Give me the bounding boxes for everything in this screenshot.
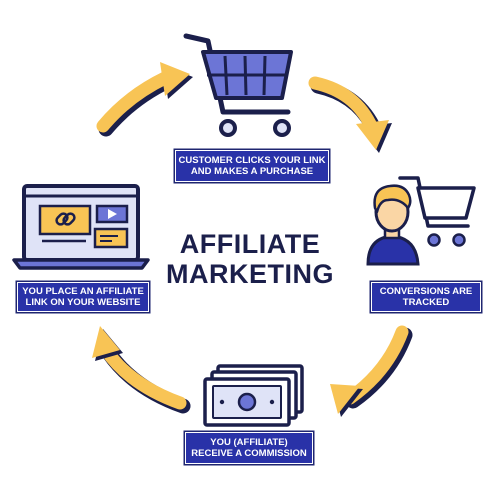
step-label-line: TRACKED — [402, 297, 450, 308]
step-label-line: CONVERSIONS ARE — [379, 285, 473, 297]
step-label-conversions-tracked: CONVERSIONS ARE TRACKED — [371, 282, 481, 312]
step-label-line: YOU (AFFILIATE) — [210, 436, 288, 448]
diagram-title: AFFILIATE MARKETING — [150, 229, 350, 289]
step-label-line: YOU PLACE AN AFFILIATE — [22, 285, 144, 297]
step-label-line: LINK ON YOUR WEBSITE — [25, 297, 141, 308]
step-label-line: RECEIVE A COMMISSION — [191, 448, 307, 459]
shopping-cart-icon — [183, 33, 293, 137]
arrow-top-right — [308, 76, 392, 153]
arrow-bottom-left — [92, 326, 191, 414]
laptop-icon — [12, 184, 150, 270]
step-label-receive-commission: YOU (AFFILIATE) RECEIVE A COMMISSION — [185, 432, 313, 464]
arrow-bottom-right — [330, 325, 413, 417]
arrow-top-left — [96, 62, 193, 137]
cash-stack-icon — [203, 364, 304, 427]
diagram-title-line1: AFFILIATE — [179, 229, 321, 259]
customer-with-cart-icon — [366, 176, 476, 266]
step-label-line: AND MAKES A PURCHASE — [190, 166, 314, 177]
diagram-title-line2: MARKETING — [166, 259, 334, 289]
step-label-customer-purchase: CUSTOMER CLICKS YOUR LINK AND MAKES A PU… — [175, 150, 329, 182]
step-label-line: CUSTOMER CLICKS YOUR LINK — [178, 154, 326, 166]
step-label-place-link: YOU PLACE AN AFFILIATE LINK ON YOUR WEBS… — [17, 282, 149, 312]
